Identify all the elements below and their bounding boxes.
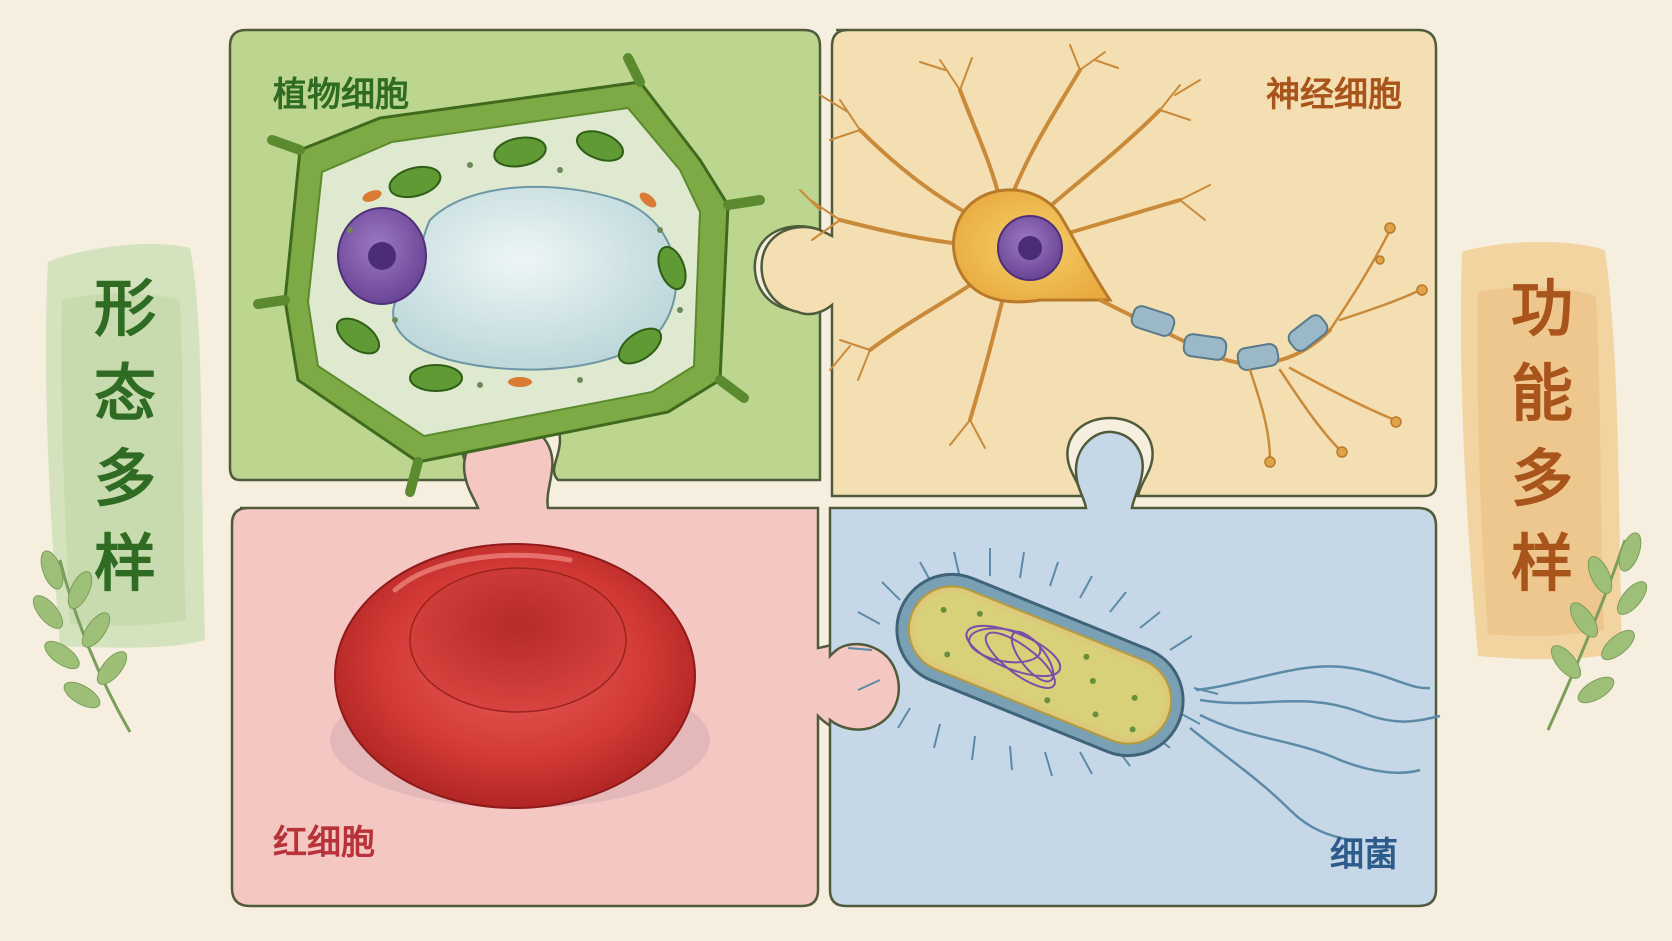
- flagella: [1189, 665, 1441, 842]
- left-char-1: 形: [94, 272, 156, 345]
- label-plant-cell: 植物细胞: [273, 75, 409, 115]
- nucleoid: [965, 624, 1062, 689]
- red-blood-cell: [330, 543, 710, 809]
- plant-cell: [253, 53, 765, 497]
- label-red-blood-cell: 红细胞: [273, 823, 375, 863]
- left-banner: [45, 243, 205, 648]
- label-bacteria: 细菌: [1330, 835, 1398, 875]
- right-leaf-sprig: [1546, 532, 1648, 731]
- label-neuron: 神经细胞: [1266, 75, 1402, 115]
- left-leaf-sprig: [32, 550, 132, 733]
- left-char-3: 多: [94, 442, 156, 515]
- right-char-4: 样: [1511, 527, 1573, 600]
- right-banner: [1460, 241, 1622, 660]
- pili: [847, 548, 1219, 777]
- myelin-sheath: [1130, 305, 1329, 372]
- neuron: [799, 44, 1428, 468]
- right-char-3: 多: [1511, 442, 1573, 515]
- right-char-1: 功: [1511, 272, 1573, 345]
- left-char-2: 态: [94, 357, 156, 430]
- left-char-4: 样: [94, 527, 156, 600]
- left-vertical-heading: 形 态 多 样: [94, 272, 156, 600]
- chloroplasts: [335, 130, 687, 392]
- right-vertical-heading: 功 能 多 样: [1511, 272, 1573, 600]
- right-char-2: 能: [1511, 357, 1573, 430]
- bacterium: [847, 548, 1441, 842]
- puzzle-piece-neuron: [760, 28, 1438, 498]
